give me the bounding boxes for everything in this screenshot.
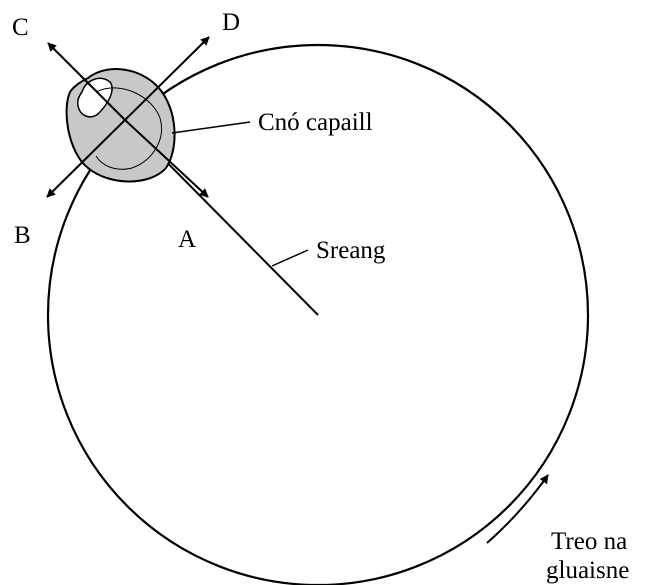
circular-path: [46, 43, 590, 585]
conker-leader-line: [171, 121, 251, 134]
label-c: C: [12, 14, 29, 41]
conker-inner-contour: [95, 87, 162, 170]
label-motion-line1: Treo na: [551, 528, 627, 555]
label-b: B: [14, 222, 31, 249]
label-motion-line2: gluaisne: [546, 557, 629, 584]
string-leader-line: [271, 249, 309, 267]
arrow-a: [124, 119, 209, 198]
arrow-d: [124, 36, 210, 121]
label-conker: Cnó capaill: [258, 109, 373, 136]
conker-highlight: [77, 77, 113, 118]
label-a: A: [178, 226, 196, 253]
arrow-b: [46, 119, 126, 198]
label-d: D: [222, 9, 240, 36]
arrow-c: [47, 42, 126, 121]
label-string: Sreang: [316, 237, 386, 264]
motion-direction-arrow: [486, 474, 549, 544]
